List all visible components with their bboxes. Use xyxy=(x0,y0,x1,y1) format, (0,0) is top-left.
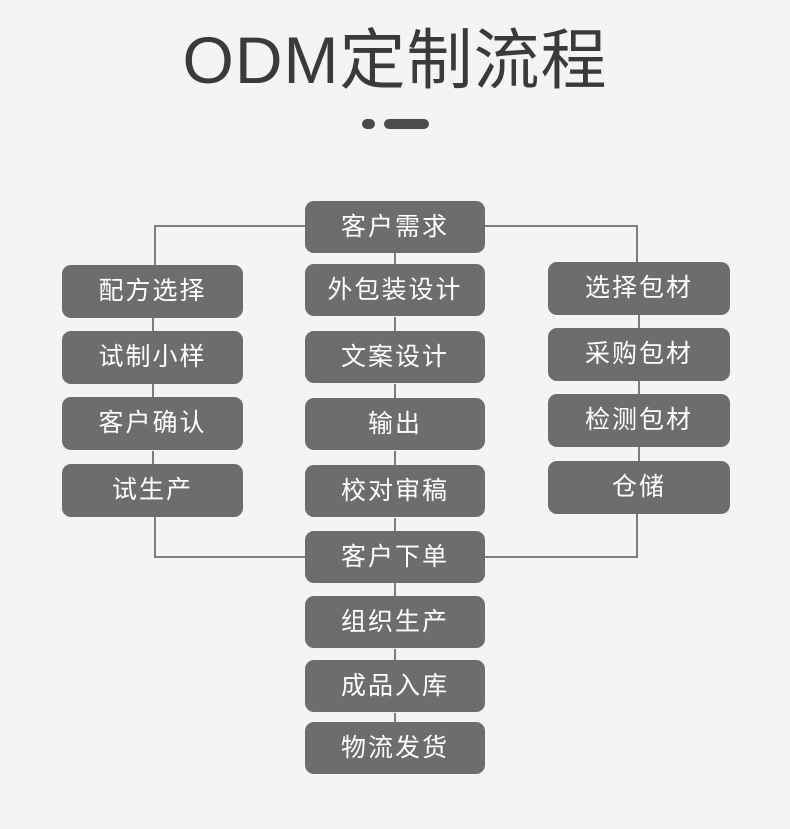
node-copywriting-design[interactable]: 文案设计 xyxy=(305,331,485,383)
divider-dash-icon xyxy=(383,119,429,129)
node-organize-production[interactable]: 组织生产 xyxy=(305,596,485,648)
merge-left-bottom xyxy=(153,517,305,559)
node-trial-sample[interactable]: 试制小样 xyxy=(62,331,243,384)
node-inspect-packaging[interactable]: 检测包材 xyxy=(548,394,730,447)
node-label: 采购包材 xyxy=(584,340,693,368)
node-label: 外包装设计 xyxy=(327,275,463,304)
node-customer-requirement[interactable]: 客户需求 xyxy=(305,201,485,253)
node-label: 检测包材 xyxy=(584,406,693,434)
node-select-packaging[interactable]: 选择包材 xyxy=(548,262,730,315)
node-label: 输出 xyxy=(367,409,422,438)
node-formula-selection[interactable]: 配方选择 xyxy=(62,265,243,318)
merge-right-bottom xyxy=(485,514,639,559)
node-label: 仓储 xyxy=(611,473,666,501)
node-outer-package-design[interactable]: 外包装设计 xyxy=(305,264,485,316)
node-proofreading-review[interactable]: 校对审稿 xyxy=(305,465,485,517)
node-label: 物流发货 xyxy=(340,733,449,762)
node-label: 试制小样 xyxy=(98,343,207,371)
node-customer-confirm[interactable]: 客户确认 xyxy=(62,397,243,450)
page-title: ODM定制流程 xyxy=(182,23,608,97)
title-divider xyxy=(0,118,790,130)
node-label: 选择包材 xyxy=(584,274,693,302)
node-finished-goods-in[interactable]: 成品入库 xyxy=(305,660,485,712)
node-label: 客户确认 xyxy=(98,409,207,437)
header: ODM定制流程 xyxy=(0,18,790,130)
node-warehousing[interactable]: 仓储 xyxy=(548,461,730,514)
branch-right-top xyxy=(485,224,639,263)
node-label: 组织生产 xyxy=(340,607,449,636)
node-logistics-shipment[interactable]: 物流发货 xyxy=(305,722,485,774)
node-label: 成品入库 xyxy=(340,671,449,700)
node-customer-order[interactable]: 客户下单 xyxy=(305,531,485,583)
divider-dot-icon xyxy=(361,119,375,129)
node-label: 文案设计 xyxy=(340,342,449,371)
node-label: 校对审稿 xyxy=(340,476,449,505)
node-purchase-packaging[interactable]: 采购包材 xyxy=(548,328,730,381)
node-label: 配方选择 xyxy=(98,277,207,305)
branch-left-top xyxy=(153,224,305,266)
node-label: 试生产 xyxy=(111,476,193,504)
node-label: 客户需求 xyxy=(340,212,449,241)
node-label: 客户下单 xyxy=(340,542,449,571)
node-trial-production[interactable]: 试生产 xyxy=(62,464,243,517)
node-output[interactable]: 输出 xyxy=(305,398,485,450)
